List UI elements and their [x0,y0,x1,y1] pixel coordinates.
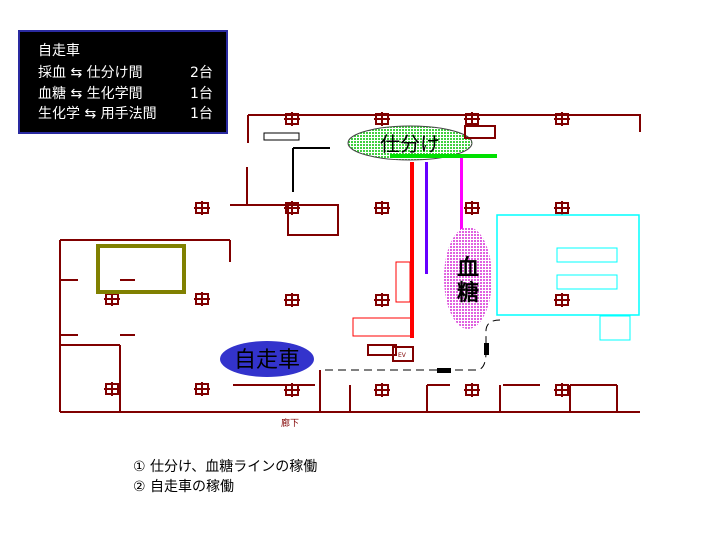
legend-box: 自走車 採血 ⇆ 仕分け間 2台 血糖 ⇆ 生化学間 1台 生化学 ⇆ 用手法間… [18,30,228,134]
walls [59,114,641,413]
column-marker [464,112,480,126]
column-marker [194,201,210,215]
column-marker [104,292,120,306]
column-marker [284,383,300,397]
legend-route: 採血 ⇆ 仕分け間 [38,65,143,81]
glucose-area: 血 糖 [444,227,492,329]
robot-marker [484,343,489,355]
column-marker [104,382,120,396]
legend-route: 生化学 ⇆ 用手法間 [38,106,157,122]
corridor-label: 廊下 [281,417,299,429]
legend-title: 自走車 [38,43,80,59]
robot-marker [437,368,451,373]
robot: 自走車 [220,341,314,377]
column-marker [464,201,480,215]
glucose-label-1: 血 [457,255,479,281]
column-marker [284,201,300,215]
glucose-label-2: 糖 [457,280,479,306]
column-marker [554,112,570,126]
lines [96,125,640,362]
column-marker [554,201,570,215]
columns [104,112,570,397]
legend-count: 1台 [190,86,213,102]
note-2: ② 自走車の稼働 [133,479,235,495]
legend-route: 血糖 ⇆ 生化学間 [38,86,143,102]
legend-count: 2台 [190,65,213,81]
column-marker [554,383,570,397]
sorting-label: 仕分け [380,132,440,156]
column-marker [284,293,300,307]
legend-count: 1台 [190,106,213,122]
column-marker [374,383,390,397]
note-1: ① 仕分け、血糖ラインの稼働 [133,459,318,475]
column-marker [194,382,210,396]
robot-label: 自走車 [234,348,300,373]
column-marker [554,293,570,307]
column-marker [374,293,390,307]
column-marker [284,112,300,126]
column-marker [194,292,210,306]
ev-label: EV [398,352,407,359]
column-marker [374,201,390,215]
sorting-area: 仕分け [347,125,497,161]
column-marker [464,383,480,397]
column-marker [374,112,390,126]
